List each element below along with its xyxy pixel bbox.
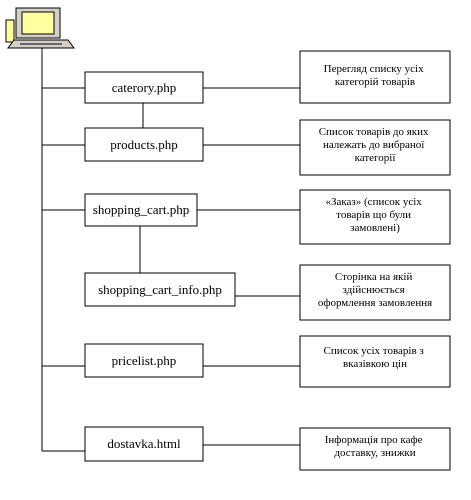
- svg-text:«Заказ» (список усіх тов: «Заказ» (список усіх товарів що були зам…: [325, 196, 424, 234]
- page-label: products.php: [110, 137, 178, 152]
- note-line: замовлені): [350, 222, 400, 234]
- page-label: caterory.php: [112, 80, 177, 95]
- svg-text:Список товарів до яких н: Список товарів до яких належать до вибра…: [319, 126, 432, 164]
- page-box: [84, 193, 198, 227]
- note-line: Інформація про кафе: [325, 434, 423, 446]
- note-line: доставку, знижки: [334, 447, 415, 459]
- computer-icon: [5, 7, 75, 49]
- note-box: [299, 335, 451, 388]
- svg-text:Сторінка на якій здійсню: Сторінка на якій здійснюється оформлення…: [318, 271, 432, 309]
- note-box: [299, 50, 451, 104]
- note-line: Список усіх товарів з: [324, 345, 424, 357]
- note-line: Список товарів до яких: [319, 126, 429, 138]
- svg-text:Інформація про кафе дост: Інформація про кафе доставку, знижки: [325, 434, 426, 459]
- note-box: [299, 189, 451, 245]
- note-line: Сторінка на якій: [335, 271, 413, 283]
- note-line: «Заказ» (список усіх: [325, 196, 422, 208]
- node-pricelist: pricelist.php Список усіх товарів з вказ…: [42, 335, 451, 388]
- note-line: належать до вибраної: [323, 139, 425, 151]
- node-products: products.php Список товарів до яких нале…: [42, 119, 451, 176]
- node-shopping-cart-info: shopping_cart_info.php Сторінка на якій …: [84, 264, 451, 321]
- svg-text:Перегляд списку усіх кат: Перегляд списку усіх категорій товарів: [324, 63, 427, 88]
- page-box: [84, 343, 204, 378]
- page-label: shopping_cart_info.php: [98, 282, 222, 297]
- page-box: [84, 272, 236, 307]
- page-label: dostavka.html: [107, 436, 181, 451]
- svg-text:Список усіх товарів з вк: Список усіх товарів з вказівкою цін: [324, 345, 427, 370]
- note-box: [299, 427, 451, 471]
- note-line: товарів що були: [336, 209, 411, 221]
- note-line: здійснюється: [343, 284, 405, 296]
- note-line: категорій товарів: [335, 76, 415, 88]
- note-line: Перегляд списку усіх: [324, 63, 424, 75]
- node-dostavka: dostavka.html Інформація про кафе достав…: [42, 426, 451, 471]
- note-box: [299, 119, 451, 176]
- page-box: [84, 127, 204, 162]
- page-label: shopping_cart.php: [93, 202, 189, 217]
- note-line: оформлення замовлення: [318, 297, 432, 309]
- page-label: pricelist.php: [112, 353, 177, 368]
- page-box: [84, 71, 204, 104]
- node-shopping-cart: shopping_cart.php «Заказ» (список усіх т…: [42, 189, 451, 245]
- node-caterory: caterory.php Перегляд списку усіх катего…: [42, 50, 451, 104]
- note-line: категорії: [355, 152, 397, 164]
- page-box: [84, 426, 204, 462]
- note-box: [299, 264, 451, 321]
- note-line: вказівкою цін: [343, 358, 407, 370]
